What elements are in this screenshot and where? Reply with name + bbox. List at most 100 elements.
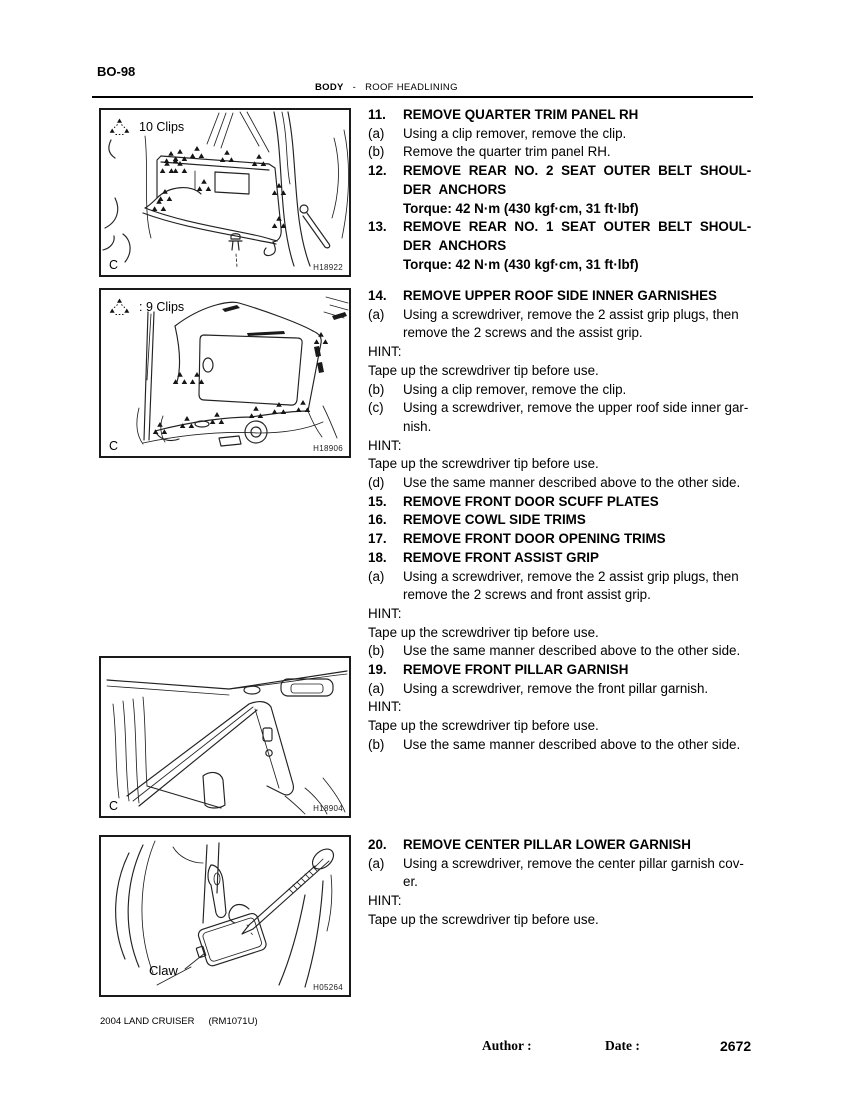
author-label: Author : [482, 1038, 532, 1053]
hint-text: HINT: [368, 698, 754, 717]
step-number: (a) [368, 568, 385, 584]
clip-count-legend: : 9 Clips [109, 298, 184, 316]
step-number: 11. [368, 107, 386, 122]
step-text: Use the same manner described above to t… [403, 643, 741, 659]
hint-text: Tape up the screwdriver tip before use. [368, 717, 754, 736]
running-header: BODY-ROOF HEADLINING [315, 82, 458, 93]
procedure-substep: (a) Using a screwdriver, remove the 2 ass… [368, 568, 754, 605]
hint-text: Tape up the screwdriver tip before use. [368, 911, 754, 930]
step-text: REMOVE FRONT ASSIST GRIP [403, 549, 599, 565]
procedure-step: 16. REMOVE COWL SIDE TRIMS [368, 511, 754, 530]
step-number: 16. [368, 512, 387, 528]
procedure-substep: (b) Remove the quarter trim panel RH. [368, 143, 754, 162]
quarter-trim-illustration [102, 111, 349, 268]
step-text: Torque: 42 N·m (430 kgf·cm, 31 ft·lbf) [403, 200, 639, 216]
step-text: Tape up the screwdriver tip before use. [368, 911, 599, 927]
step-text: Using a screwdriver, remove the 2 assist… [403, 568, 739, 603]
header-separator: - [352, 82, 357, 93]
step-number: (a) [368, 306, 385, 322]
step-text: REMOVE UPPER ROOF SIDE INNER GARNISHES [403, 288, 717, 303]
procedure-step-20: 20. REMOVE CENTER PILLAR LOWER GARNISH (a)… [368, 836, 754, 930]
step-text: HINT: [368, 344, 402, 360]
step-text: Use the same manner described above to t… [403, 736, 741, 752]
footer-model-line: 2004 LAND CRUISER (RM1071U) [100, 1016, 258, 1027]
step-text: REMOVE FRONT DOOR SCUFF PLATES [403, 493, 659, 509]
procedure-step: 14. REMOVE UPPER ROOF SIDE INNER GARNISHE… [368, 287, 754, 306]
step-text: Remove the quarter trim panel RH. [403, 144, 611, 160]
step-text: REMOVE REAR NO. 2 SEAT OUTER BELT SHOUL-… [403, 163, 752, 197]
step-text: Tape up the screwdriver tip before use. [368, 362, 599, 378]
procedure-step: 19.REMOVE FRONT PILLAR GARNISH [368, 661, 754, 680]
step-text: REMOVE QUARTER TRIM PANEL RH [403, 107, 639, 122]
step-number: 20. [368, 837, 387, 852]
procedure-step: 15. REMOVE FRONT DOOR SCUFF PLATES [368, 493, 754, 512]
step-text: HINT: [368, 893, 402, 909]
step-text: Using a screwdriver, remove the 2 assist… [403, 306, 739, 341]
procedure-step: 18. REMOVE FRONT ASSIST GRIP [368, 549, 754, 568]
step-number: 15. [368, 493, 387, 509]
header-rule [92, 96, 753, 98]
claw-callout-label: Claw [149, 963, 178, 978]
step-number: 18. [368, 549, 387, 565]
procedure-substep: (b)Use the same manner described above t… [368, 736, 754, 755]
date-label: Date : [605, 1038, 640, 1053]
torque-spec: Torque: 42 N·m (430 kgf·cm, 31 ft·lbf) [368, 256, 754, 275]
procedure-substep: (b) Use the same manner described above t… [368, 642, 754, 661]
step-text: REMOVE CENTER PILLAR LOWER GARNISH [403, 837, 691, 852]
procedure-substep: (a) Using a clip remover, remove the clip… [368, 125, 754, 144]
step-number: 17. [368, 531, 387, 547]
header-section: BODY [315, 82, 344, 93]
procedure-substep: (d)Use the same manner described above t… [368, 474, 754, 493]
hint-text: HINT: [368, 437, 754, 456]
step-number: 14. [368, 288, 387, 303]
step-number: (d) [368, 475, 385, 491]
hint-text: Tape up the screwdriver tip before use. [368, 362, 754, 381]
step-text: Torque: 42 N·m (430 kgf·cm, 31 ft·lbf) [403, 256, 639, 272]
step-text: Using a screwdriver, remove the center p… [403, 855, 744, 890]
step-number: (b) [368, 144, 385, 160]
step-text: Using a clip remover, remove the clip. [403, 125, 627, 141]
figure-roof-side-garnish: : 9 Clips C H18906 [99, 288, 351, 458]
figure-number: H18922 [313, 263, 343, 272]
step-text: REMOVE REAR NO. 1 SEAT OUTER BELT SHOUL-… [403, 219, 752, 253]
figure-corner-mark: C [109, 258, 119, 272]
clip-count-label: 10 Clips [139, 120, 185, 134]
clip-marker-icon [109, 118, 130, 135]
hint-text: HINT: [368, 343, 754, 362]
page-number: 2672 [720, 1038, 752, 1054]
torque-spec: Torque: 42 N·m (430 kgf·cm, 31 ft·lbf) [368, 200, 754, 219]
procedure-step: 20. REMOVE CENTER PILLAR LOWER GARNISH [368, 836, 754, 855]
manual-code: (RM1071U) [208, 1016, 258, 1027]
step-number: 13. [368, 219, 387, 235]
step-text: Using a screwdriver, remove the front pi… [403, 680, 709, 696]
procedure-step: 17.REMOVE FRONT DOOR OPENING TRIMS [368, 530, 754, 549]
procedure-substep: (b)Using a clip remover, remove the clip… [368, 381, 754, 400]
center-pillar-illustration [115, 840, 335, 988]
step-text: Using a screwdriver, remove the upper ro… [403, 400, 749, 434]
figure-number: H18904 [313, 804, 343, 813]
figure-number: H05264 [313, 983, 343, 992]
step-text: Tape up the screwdriver tip before use. [368, 718, 599, 734]
step-number: (b) [368, 381, 385, 397]
step-number: (a) [368, 855, 385, 871]
step-number: (a) [368, 680, 385, 696]
step-number: (c) [368, 400, 384, 416]
figure-center-pillar-garnish: Claw H05264 [99, 835, 351, 997]
figure-quarter-trim-panel: 10 Clips C H18922 [99, 108, 351, 277]
hint-text: HINT: [368, 892, 754, 911]
figure-corner-mark: C [109, 799, 119, 813]
step-number: (b) [368, 643, 385, 659]
procedure-step: 13. REMOVE REAR NO. 1 SEAT OUTER BELT SHO… [368, 218, 754, 255]
procedure-steps-14-19: 14. REMOVE UPPER ROOF SIDE INNER GARNISHE… [368, 287, 754, 755]
clip-count-label: : 9 Clips [139, 300, 185, 314]
step-text: Tape up the screwdriver tip before use. [368, 624, 599, 640]
step-text: REMOVE COWL SIDE TRIMS [403, 512, 586, 528]
step-number: 19. [368, 662, 387, 678]
clip-count-legend: 10 Clips [109, 118, 184, 136]
page-code: BO-98 [97, 64, 136, 79]
step-text: HINT: [368, 699, 402, 715]
clip-marker-icon [109, 298, 130, 315]
step-number: (a) [368, 125, 385, 141]
hint-text: HINT: [368, 605, 754, 624]
vehicle-model: 2004 LAND CRUISER [100, 1016, 195, 1027]
